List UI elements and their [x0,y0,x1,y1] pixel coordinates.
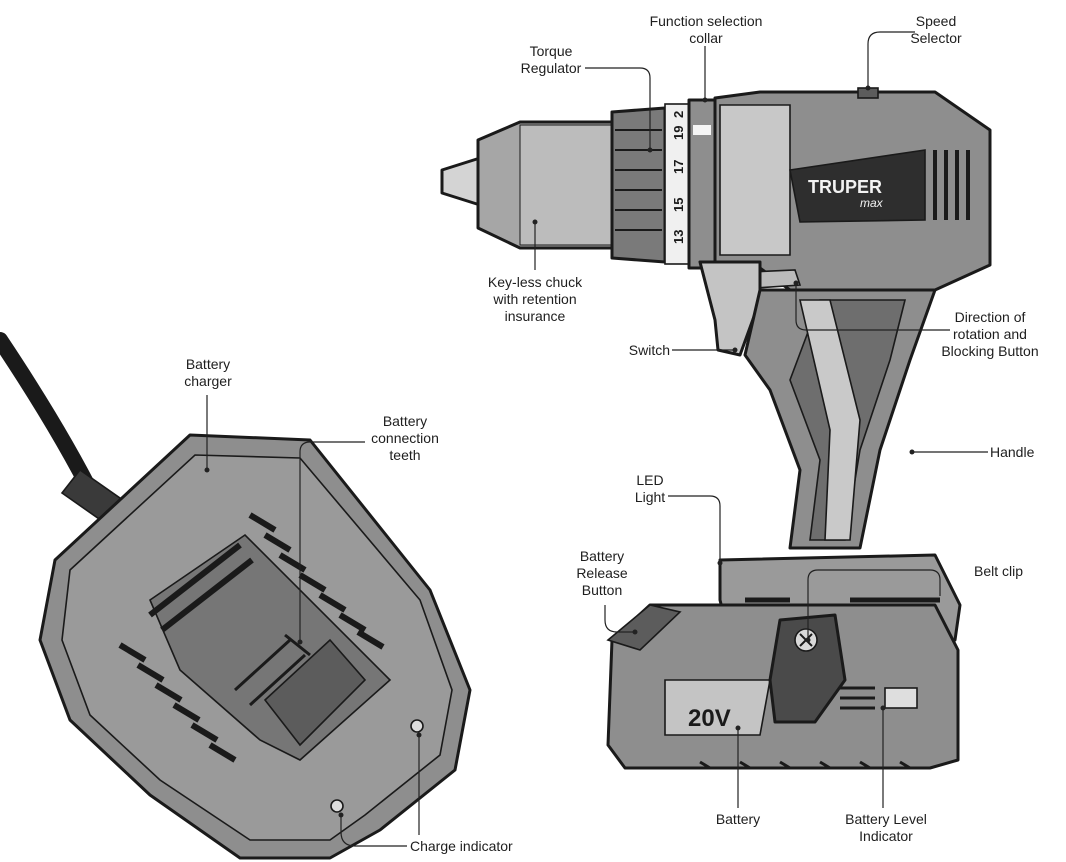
trigger-switch [698,260,762,357]
label-battery-charger: Battery charger [184,356,232,389]
voltage-badge: 20V [688,705,731,732]
torque-num-17: 17 [671,160,686,174]
leader-connection-teeth [299,441,365,642]
label-function-selection-collar: Function selection collar [649,13,763,46]
label-belt-clip: Belt clip [974,563,1024,579]
leader-torque-regulator [585,67,651,150]
label-led-light: LED Light [634,472,666,505]
label-handle: Handle [990,444,1035,460]
leader-release-button [604,605,635,633]
connection-teeth [233,633,311,707]
leader-belt-clip [807,569,941,640]
label-direction-button: Direction of rotation and Blocking Butto… [941,309,1039,359]
torque-num-13: 13 [671,230,686,244]
brand-logo: TRUPER [808,177,882,197]
voltage-badge-bg [664,679,771,736]
label-speed-selector: Speed Selector [910,13,962,46]
battery-ribs [699,760,911,770]
torque-num-2: 2 [671,111,686,118]
brand-sub-logo: max [860,196,884,210]
charge-indicator-led-2 [330,799,344,813]
connector-block [263,638,367,747]
label-battery-level-indicator: Battery Level Indicator [845,811,927,844]
chuck-knurl [519,124,613,246]
gearbox-cover [719,104,791,256]
torque-grip-ridges [615,129,662,231]
charger-vents [118,512,385,763]
leader-led-light [668,495,721,563]
handle-stripe [798,299,861,541]
label-battery-release-button: Battery Release Button [576,548,628,598]
label-battery-connection-teeth: Battery connection teeth [371,413,439,463]
label-charge-indicator: Charge indicator [410,838,513,854]
torque-num-15: 15 [671,198,686,212]
leader-charge-indicator-1 [340,815,407,847]
function-marker [693,125,711,135]
charge-indicator-led-1 [410,719,424,733]
torque-scale [664,103,690,265]
logo-panel [789,149,926,223]
torque-regulator [610,106,667,264]
battery-charger [0,332,472,860]
label-keyless-chuck: Key-less chuck with retention insurance [487,274,583,324]
battery-release-button [606,604,682,651]
battery-level-bars [840,686,875,710]
leader-lines [206,31,988,847]
battery-level-indicator [884,687,918,709]
label-battery: Battery [715,811,761,827]
leader-direction-button [795,283,950,331]
leader-speed-selector [867,31,915,88]
torque-num-19: 19 [671,126,686,140]
cordless-drill [440,87,992,770]
torque-scale-numbers: 13 15 17 19 2 [671,111,686,244]
label-torque-regulator: Torque Regulator [520,43,582,76]
leader-dots [204,85,915,818]
motor-vents [933,150,970,220]
belt-clip [768,613,847,724]
label-switch: Switch [628,342,670,358]
chuck-tip [440,156,482,207]
